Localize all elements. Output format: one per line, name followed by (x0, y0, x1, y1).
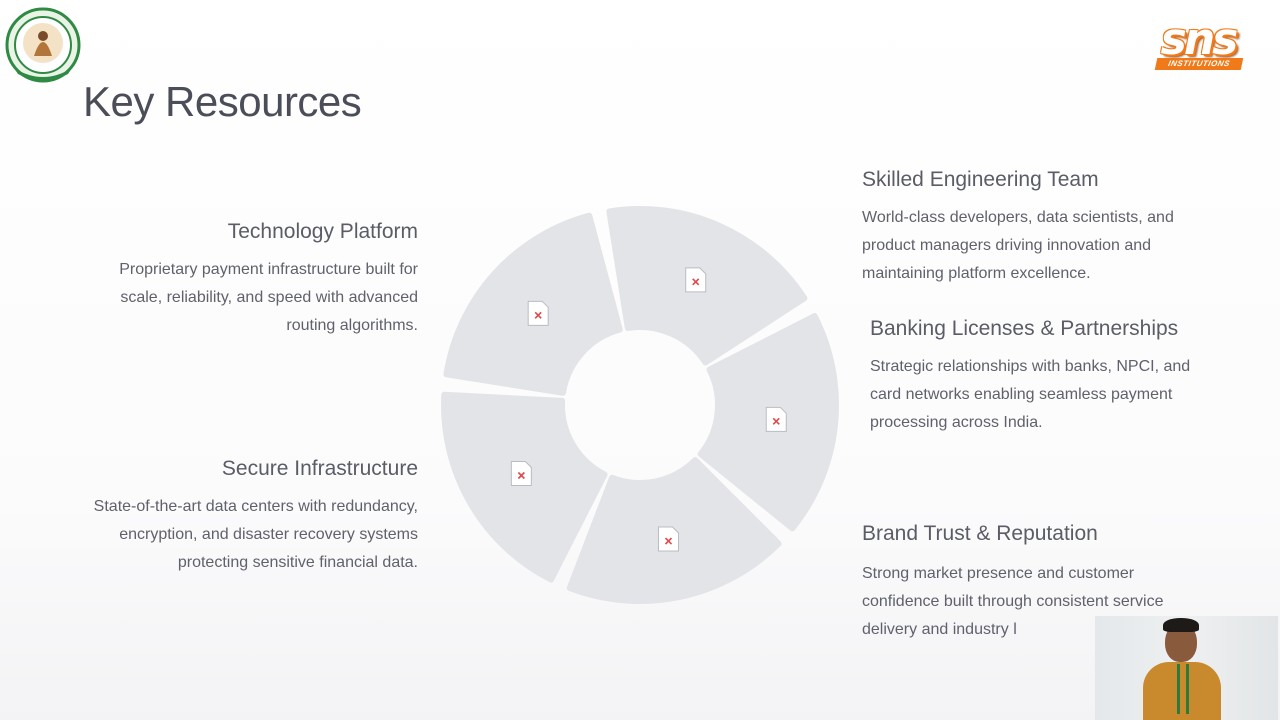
university-seal-icon (5, 7, 81, 83)
broken-image-icon (510, 461, 532, 486)
resource-title: Secure Infrastructure (221, 457, 418, 480)
segment-top (606, 206, 808, 366)
resource-title: Skilled Engineering Team (862, 168, 1099, 191)
resource-technology-platform: Technology Platform Proprietary payment … (90, 218, 418, 340)
presenter-webcam (1095, 616, 1278, 720)
resource-text: Strategic relationships with banks, NPCI… (870, 358, 1191, 431)
resource-title: Technology Platform (227, 220, 418, 243)
presenter-lanyard (1177, 664, 1189, 714)
broken-image-icon (527, 300, 549, 326)
resource-wheel-diagram (441, 206, 839, 604)
resource-title: Brand Trust & Reputation (862, 522, 1098, 545)
resource-banking-licenses: Banking Licenses & Partnerships Strategi… (870, 315, 1215, 437)
broken-image-icon (685, 267, 707, 293)
presenter-body (1143, 662, 1221, 720)
broken-image-icon (765, 406, 787, 432)
presenter-hair (1163, 618, 1199, 632)
resource-text: Proprietary payment infrastructure built… (119, 261, 418, 334)
sns-logo-mark: sns (1160, 14, 1239, 65)
resource-title: Banking Licenses & Partnerships (870, 317, 1179, 340)
resource-text: State-of-the-art data centers with redun… (93, 498, 418, 571)
broken-image-icon (657, 526, 679, 552)
resource-secure-infrastructure: Secure Infrastructure State-of-the-art d… (90, 455, 418, 577)
sns-logo-subtitle: INSTITUTIONS (1154, 58, 1244, 70)
resource-text: Strong market presence and customer conf… (862, 565, 1164, 638)
resource-text: World-class developers, data scientists,… (862, 209, 1174, 282)
segment-lower-left (441, 391, 608, 583)
resource-brand-trust: Brand Trust & Reputation Strong market p… (862, 520, 1207, 644)
slide-title: Key Resources (83, 78, 362, 125)
sns-institutions-logo: sns INSTITUTIONS (1148, 14, 1248, 74)
resource-skilled-engineering-team: Skilled Engineering Team World-class dev… (862, 166, 1207, 288)
